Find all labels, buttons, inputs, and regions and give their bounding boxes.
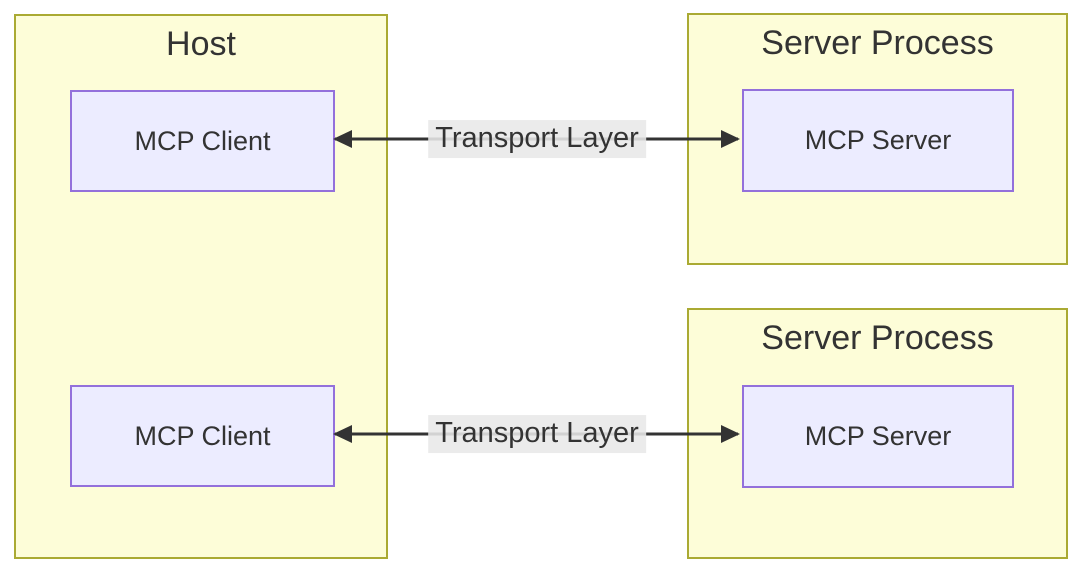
transport-layer-label-1: Transport Layer [428, 120, 646, 158]
mcp-client-node-1: MCP Client [70, 90, 335, 192]
mcp-server-label-2: MCP Server [804, 421, 952, 451]
server-process-container-1: Server Process MCP Server [687, 13, 1068, 265]
mcp-client-label-1: MCP Client [134, 125, 271, 156]
transport-layer-label-2: Transport Layer [428, 415, 646, 453]
host-container: Host MCP Client MCP Client [14, 14, 388, 559]
mcp-server-label-1: MCP Server [804, 125, 952, 155]
mcp-client-node-2: MCP Client [70, 385, 335, 487]
server-process-container-2: Server Process MCP Server [687, 308, 1068, 559]
mcp-server-node-1: MCP Server [742, 89, 1014, 192]
host-title: Host [166, 25, 236, 63]
server-process-title-2: Server Process [761, 319, 994, 357]
mcp-server-node-2: MCP Server [742, 385, 1014, 488]
mcp-client-label-2: MCP Client [134, 420, 271, 451]
server-process-title-1: Server Process [761, 24, 994, 62]
